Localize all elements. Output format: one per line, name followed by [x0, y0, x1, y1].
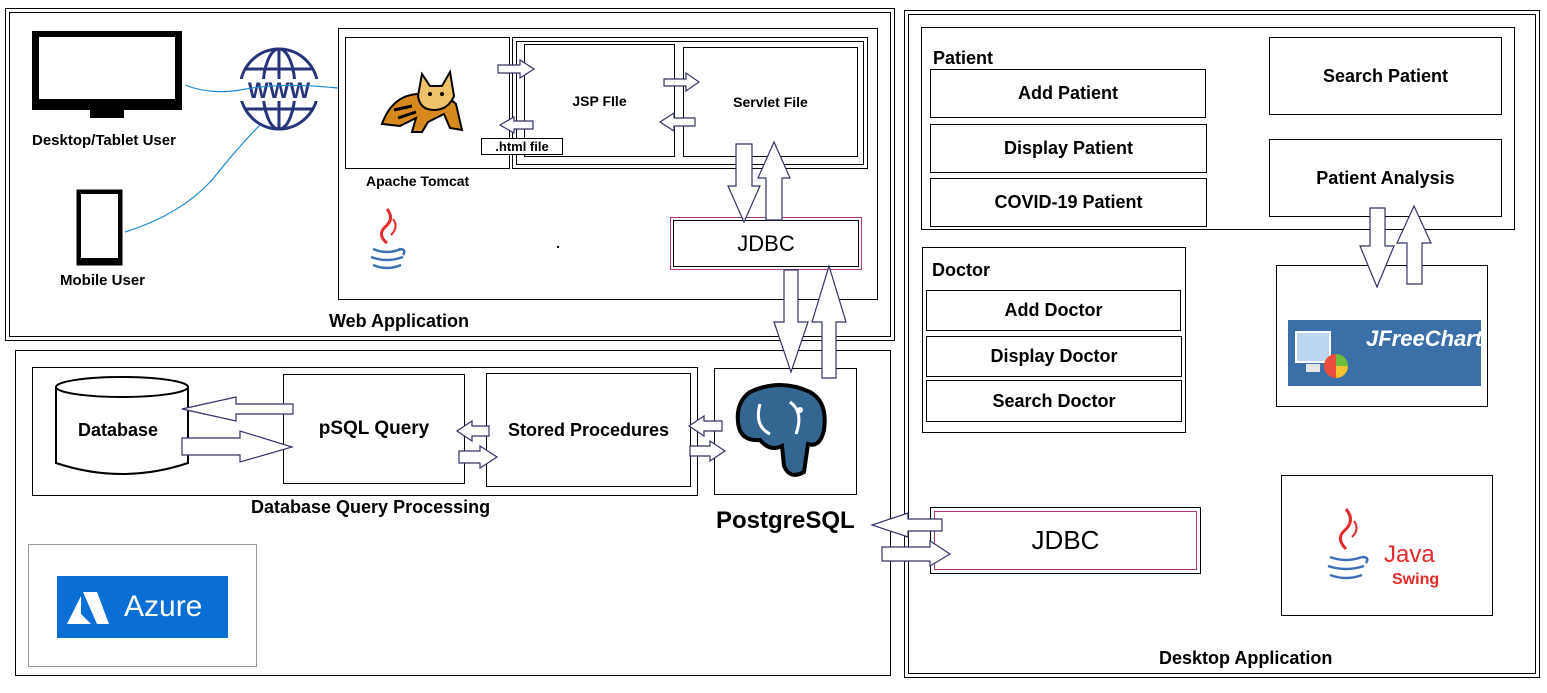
search-doctor-button[interactable]: Search Doctor [926, 380, 1182, 422]
mobile-to-globe-line [124, 124, 261, 233]
java-logo-icon [365, 205, 409, 277]
database-label: Database [78, 420, 159, 440]
arrow-sp-to-psql [455, 419, 490, 443]
swing-label: Swing [1392, 571, 1440, 588]
display-doctor-button[interactable]: Display Doctor [926, 336, 1182, 377]
jsp-file-label: JSP FIle [572, 92, 627, 109]
arrow-jdbc-desktop-to-postgres [870, 512, 943, 538]
arrow-database-to-psql [181, 430, 295, 463]
globe-www-icon: WWW [232, 45, 326, 133]
azure-logo: Azure [57, 576, 228, 638]
postgresql-label: PostgreSQL [716, 507, 855, 534]
azure-icon [67, 592, 109, 624]
java-swing-box [1281, 475, 1493, 616]
arrow-postgres-to-sp [687, 414, 723, 438]
arrow-jfreechart-to-analysis [1396, 204, 1432, 285]
desktop-to-globe-line [184, 84, 339, 93]
stored-procedures-label: Stored Procedures [507, 419, 670, 440]
arrow-psql-to-sp [458, 444, 499, 470]
desktop-application-title: Desktop Application [1159, 648, 1333, 668]
jdbc-desktop-box: JDBC [930, 507, 1201, 574]
arrow-psql-to-database [181, 396, 294, 422]
jfreechart-logo: JFreeChart [1288, 320, 1483, 386]
azure-label: Azure [124, 590, 203, 623]
apache-tomcat-label: Apache Tomcat [366, 173, 470, 189]
doctor-heading: Doctor [932, 260, 990, 280]
desktop-monitor-icon [30, 29, 185, 124]
patient-heading: Patient [933, 48, 994, 68]
jdbc-web-label: JDBC [737, 230, 795, 256]
arrow-jdbc-to-postgres [773, 269, 809, 374]
database-cylinder-icon [54, 375, 190, 479]
arrow-sp-to-postgres [689, 439, 727, 463]
svg-text:WWW: WWW [248, 78, 311, 103]
arrow-postgres-to-jdbc [811, 263, 847, 379]
java-label: Java [1384, 541, 1435, 568]
stray-dot [557, 246, 559, 248]
java-swing-logo-icon [1322, 505, 1372, 587]
jsp-servlet-container [512, 37, 868, 169]
arrow-analysis-to-jfreechart [1359, 207, 1395, 289]
html-file-label: .html file [495, 139, 549, 154]
psql-query-label: pSQL Query [318, 418, 430, 439]
covid-patient-button[interactable]: COVID-19 Patient [930, 178, 1207, 227]
jfreechart-label: JFreeChart [1366, 326, 1483, 351]
mobile-phone-icon [75, 188, 125, 268]
desktop-user-label: Desktop/Tablet User [32, 132, 176, 149]
arrow-servlet-to-jsp [658, 111, 696, 133]
web-application-title: Web Application [329, 311, 470, 331]
arrow-postgres-to-jdbc-desktop [881, 539, 952, 568]
stored-procedures-box: Stored Procedures [486, 373, 691, 487]
postgres-elephant-icon [730, 382, 834, 482]
arrow-tomcat-to-jsp [497, 58, 536, 80]
arrow-servlet-to-jdbc [727, 143, 761, 224]
chart-icon [1295, 331, 1348, 378]
web-application-panel [5, 8, 895, 341]
arrow-jdbc-to-servlet [757, 140, 791, 221]
servlet-file-box: Servlet File [683, 47, 858, 157]
tomcat-cat-icon [372, 66, 470, 136]
add-doctor-button[interactable]: Add Doctor [926, 290, 1181, 331]
display-patient-button[interactable]: Display Patient [930, 124, 1207, 173]
jdbc-desktop-label: JDBC [1031, 525, 1100, 555]
servlet-file-label: Servlet File [733, 94, 808, 110]
arrow-jsp-to-servlet [663, 71, 701, 93]
query-processing-title: Database Query Processing [251, 497, 491, 517]
search-patient-button[interactable]: Search Patient [1269, 37, 1502, 115]
desktop-application-panel [904, 10, 1540, 678]
patient-analysis-button[interactable]: Patient Analysis [1269, 139, 1502, 217]
add-patient-button[interactable]: Add Patient [930, 69, 1206, 118]
mobile-user-label: Mobile User [60, 272, 146, 289]
html-file-tag: .html file [481, 138, 563, 155]
arrow-jsp-to-html [498, 115, 534, 135]
